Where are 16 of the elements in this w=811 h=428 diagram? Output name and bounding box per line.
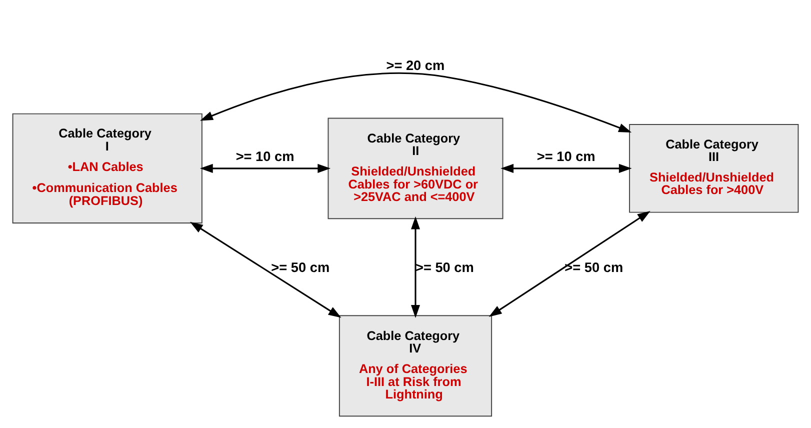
arrow xyxy=(190,221,342,318)
edge-label: >= 50 cm xyxy=(564,259,624,274)
edge-label: >= 20 cm xyxy=(386,58,445,73)
edge-label: >= 10 cm xyxy=(536,148,596,164)
arrow xyxy=(410,216,420,318)
node-box: Cable Category III Shielded/Unshielded Cables for >400V xyxy=(629,124,799,212)
arrow xyxy=(500,163,632,172)
edge-label: >= 10 cm xyxy=(236,148,294,164)
edge-label: >= 50 cm xyxy=(415,259,474,274)
arrow xyxy=(200,163,331,172)
node-box: Cable Category I •LAN Cables •Communication Cables (PROFIBUS) xyxy=(12,112,202,224)
arrow xyxy=(200,72,632,132)
arrow xyxy=(488,210,650,316)
edge-label: >= 50 cm xyxy=(271,259,330,274)
node-box: Cable Category IV Any of Categories I-III at Risk from Lightning xyxy=(338,314,492,416)
node-box: Cable Category II Shielded/Unshielded Cables for >60VDC or >25VAC and <=400V xyxy=(328,117,504,219)
